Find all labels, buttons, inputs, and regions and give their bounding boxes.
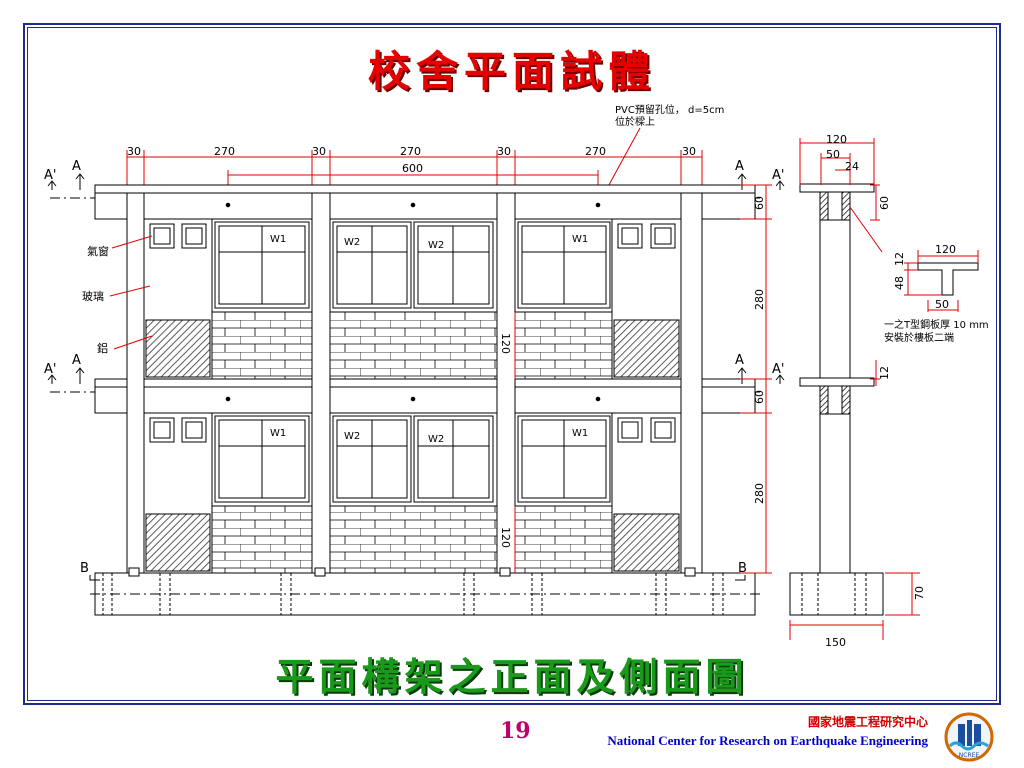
top-dimension-labels: 30 270 30 270 30 270 30 600: [127, 145, 696, 175]
section-mark-b-right: B: [738, 561, 747, 576]
slide-subtitle: 平面構架之正面及側面圖: [275, 654, 749, 699]
tsection-note: 一之T型鋼板厚 10 mm 安裝於樓板二端: [884, 318, 989, 344]
side-elevation: [789, 183, 884, 616]
section-mark-a-left: A: [72, 159, 81, 174]
window-label-8: W1: [572, 428, 588, 439]
dim-top-1: 270: [214, 145, 235, 158]
pvc-note-line1: PVC預留孔位， d=5cm: [615, 103, 724, 116]
dim-side-top-2: 24: [845, 160, 859, 173]
dim-right-1: 280: [753, 289, 766, 310]
window-label-3: W2: [428, 240, 444, 251]
slide-inner-border: [27, 27, 997, 701]
tsection-detail: [917, 262, 979, 296]
window-label-1: W1: [270, 234, 286, 245]
footer-org-chinese: 國家地震工程研究中心: [807, 715, 928, 729]
dim-top-5: 270: [585, 145, 606, 158]
tsection-labels: 120 12 48 50: [893, 243, 956, 311]
dim-side-top-0: 120: [826, 133, 847, 146]
pvc-note: PVC預留孔位， d=5cm 位於樑上: [615, 103, 724, 128]
section-mark-a-prime-right: A': [772, 168, 784, 183]
pvc-note-line2: 位於樑上: [615, 115, 655, 128]
material-callouts: 氣窗 玻璃 鋁: [82, 244, 109, 355]
window-labels: W1 W2 W2 W1 W1 W2 W2 W1: [270, 234, 588, 445]
section-mark-b-left: B: [80, 561, 89, 576]
dim-right-2: 60: [753, 390, 766, 404]
section-mark-a-prime-left-2: A': [44, 362, 56, 377]
window-label-4: W1: [572, 234, 588, 245]
label-aluminum: 鋁: [97, 341, 108, 355]
window-label-7: W2: [428, 434, 444, 445]
slide-outer-border: [23, 23, 1001, 705]
section-mark-a-prime-left: A': [44, 168, 56, 183]
dim-right-0: 60: [753, 196, 766, 210]
tsection-note-line1: 一之T型鋼板厚 10 mm: [884, 318, 989, 331]
page-number: 19: [500, 718, 531, 744]
dim-side-2: 70: [913, 586, 926, 600]
dim-side-1: 12: [878, 366, 891, 380]
front-elevation: [50, 184, 760, 616]
window-label-6: W2: [344, 431, 360, 442]
dim-wall-2: 120: [499, 527, 512, 548]
section-markers: A A' A A' A A' A A' B B: [44, 159, 784, 576]
section-mark-a-left-2: A: [72, 353, 81, 368]
section-mark-a-prime-right-2: A': [772, 362, 784, 377]
tsection-note-line2: 安裝於樓板二端: [884, 331, 954, 344]
dim-tsec-width: 120: [935, 243, 956, 256]
dim-span: 600: [402, 162, 423, 175]
dim-tsec-flange: 12: [893, 252, 906, 266]
dim-top-6: 30: [682, 145, 696, 158]
window-label-2: W2: [344, 237, 360, 248]
dim-top-4: 30: [497, 145, 511, 158]
footer-org-english: National Center for Research on Earthqua…: [607, 733, 928, 748]
dim-right-3: 280: [753, 483, 766, 504]
section-mark-a-right: A: [735, 159, 744, 174]
slide-title: 校舍平面試體: [367, 47, 656, 96]
dim-tsec-web-width: 50: [935, 298, 949, 311]
dim-tsec-web: 48: [893, 276, 906, 290]
dim-top-3: 270: [400, 145, 421, 158]
side-dimension-labels: 120 50 24 60 12 70 150: [825, 133, 926, 649]
dim-side-top-1: 50: [826, 148, 840, 161]
right-dimension-labels: 60 280 60 280 120 120: [499, 196, 766, 548]
label-vent: 氣窗: [87, 244, 109, 258]
logo-text: NCREE: [959, 752, 980, 759]
section-mark-a-right-2: A: [735, 353, 744, 368]
dim-top-2: 30: [312, 145, 326, 158]
dim-wall-1: 120: [499, 333, 512, 354]
dim-side-0: 60: [878, 196, 891, 210]
label-glass: 玻璃: [82, 289, 104, 303]
window-label-5: W1: [270, 428, 286, 439]
dim-side-bottom: 150: [825, 636, 846, 649]
ncree-logo-icon: NCREE: [944, 712, 994, 762]
dim-top-0: 30: [127, 145, 141, 158]
